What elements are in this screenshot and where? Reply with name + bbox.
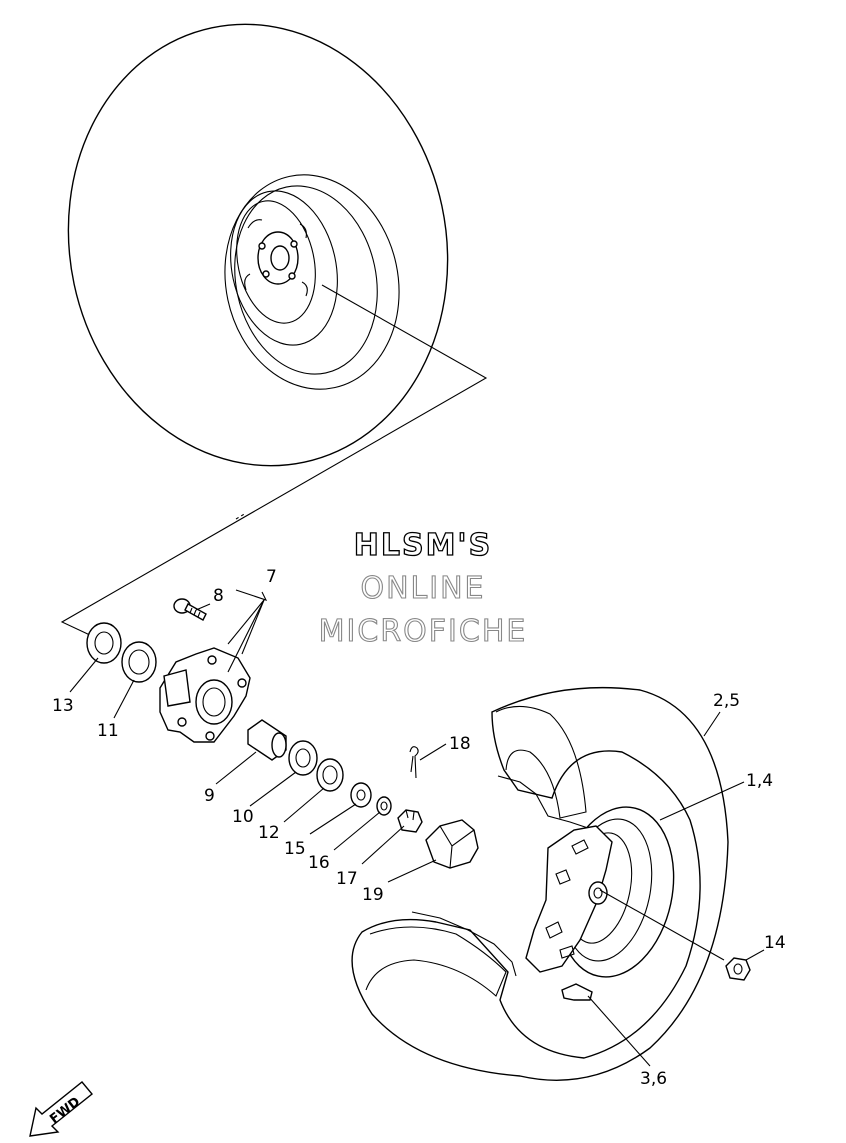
hub-cap-19-face xyxy=(439,825,475,869)
group-leader-dash xyxy=(235,512,247,520)
lower-wheel-assembly xyxy=(351,686,751,1081)
callout-12: 12 xyxy=(258,823,280,843)
hub-cap-19 xyxy=(425,819,479,869)
hub-7-hole xyxy=(205,731,215,741)
upper-hub-bolt xyxy=(290,240,298,248)
callout-17: 17 xyxy=(336,869,358,889)
upper-tire xyxy=(67,23,449,467)
hub-group xyxy=(86,598,479,869)
nut-14 xyxy=(725,957,751,981)
watermark-line-1: HLSM'S xyxy=(353,527,493,563)
callout-9: 9 xyxy=(204,786,215,806)
callout-1-4: 1,4 xyxy=(746,771,773,791)
rim-flange-1 xyxy=(497,775,589,829)
lower-wheel-spoke-slot xyxy=(571,839,589,855)
callout-2-5: 2,5 xyxy=(713,691,740,711)
leader-2-5 xyxy=(703,711,721,737)
fwd-arrow: FWD xyxy=(29,1081,93,1137)
leader-8 xyxy=(195,603,211,611)
upper-hub-bolt xyxy=(262,270,270,278)
leader-7-bracket xyxy=(235,589,268,601)
upper-wheel-assembly xyxy=(67,23,449,467)
oil-seal-11-inner xyxy=(128,649,150,675)
lower-tire-lower-cavity xyxy=(365,926,507,997)
hub-7-hole xyxy=(207,655,217,665)
lower-wheel-hub-hole-inner xyxy=(593,887,603,899)
callout-11: 11 xyxy=(97,721,119,741)
hub-7-bore xyxy=(195,679,233,725)
oil-seal-12-inner xyxy=(322,765,338,785)
bearing-13 xyxy=(86,622,122,664)
callout-16: 16 xyxy=(308,853,330,873)
leader-13 xyxy=(69,657,99,693)
callout-7: 7 xyxy=(266,567,277,587)
nut-14-hole xyxy=(733,963,743,975)
leader-19 xyxy=(387,859,437,883)
rim-flange-2 xyxy=(411,911,517,977)
callout-19: 19 xyxy=(362,885,384,905)
lower-wheel-hub-hole xyxy=(588,881,608,905)
leader-7-c xyxy=(241,599,265,655)
callout-10: 10 xyxy=(232,807,254,827)
bearing-13-inner xyxy=(94,631,114,655)
callout-13: 13 xyxy=(52,696,74,716)
leader-10 xyxy=(249,771,297,807)
upper-hub-bolt xyxy=(258,242,266,250)
valve-stem-3-6 xyxy=(561,983,593,1001)
hub-7-bore-inner xyxy=(202,687,226,717)
lower-wheel-spoke-slot xyxy=(555,869,571,885)
lower-wheel-spoke-slot xyxy=(559,945,575,959)
leader-17 xyxy=(361,825,405,865)
collar-9-end xyxy=(271,732,287,758)
upper-hub-center xyxy=(270,245,290,271)
watermark-line-3: MICROFICHE xyxy=(318,613,528,649)
hub-7-neck xyxy=(163,669,191,707)
upper-spoke-cutouts xyxy=(244,219,308,297)
upper-hub-bolt xyxy=(288,272,296,280)
leader-7-a xyxy=(227,599,265,645)
leader-3-6 xyxy=(587,995,651,1067)
leader-9 xyxy=(215,751,257,785)
oil-seal-12 xyxy=(316,758,344,792)
leader-18 xyxy=(419,743,447,761)
callout-18: 18 xyxy=(449,734,471,754)
bolt-8-thread xyxy=(189,607,201,618)
group-leader-line xyxy=(60,284,488,637)
bearing-10-inner xyxy=(295,748,311,768)
cotter-pin-18 xyxy=(409,746,419,779)
collar-15-inner xyxy=(356,789,366,801)
hub-7-hole xyxy=(177,717,187,727)
upper-rim-dish xyxy=(236,200,316,324)
lower-tire-upper-cavity xyxy=(495,705,587,819)
hub-7-hole xyxy=(237,678,247,688)
leader-14 xyxy=(599,889,765,961)
callout-labels: 7 8 13 11 9 10 12 15 16 17 18 19 2,5 1,4… xyxy=(52,567,786,1089)
fwd-arrow-icon xyxy=(29,1081,93,1137)
leader-lines xyxy=(69,589,765,1067)
leader-7-b xyxy=(227,599,265,673)
leader-11 xyxy=(113,679,135,719)
callout-3-6: 3,6 xyxy=(640,1069,667,1089)
bearing-10 xyxy=(288,740,318,776)
callout-14: 14 xyxy=(764,933,786,953)
washer-16-inner xyxy=(380,801,388,811)
callout-15: 15 xyxy=(284,839,306,859)
watermark-line-2: ONLINE xyxy=(360,570,486,606)
oil-seal-11 xyxy=(121,641,157,683)
leader-15 xyxy=(309,803,357,835)
leader-12 xyxy=(283,787,325,823)
lower-wheel-center xyxy=(525,825,613,973)
upper-rim-outer xyxy=(224,174,400,390)
upper-rim-inner xyxy=(230,190,338,346)
washer-16 xyxy=(376,796,392,816)
leader-1-4 xyxy=(659,781,745,821)
collar-15 xyxy=(350,782,372,808)
lower-wheel-spoke-slot xyxy=(545,921,563,939)
leader-16 xyxy=(333,811,381,851)
callout-8: 8 xyxy=(213,586,224,606)
lower-tire xyxy=(351,686,729,1081)
castle-nut-17-slots xyxy=(405,809,415,821)
